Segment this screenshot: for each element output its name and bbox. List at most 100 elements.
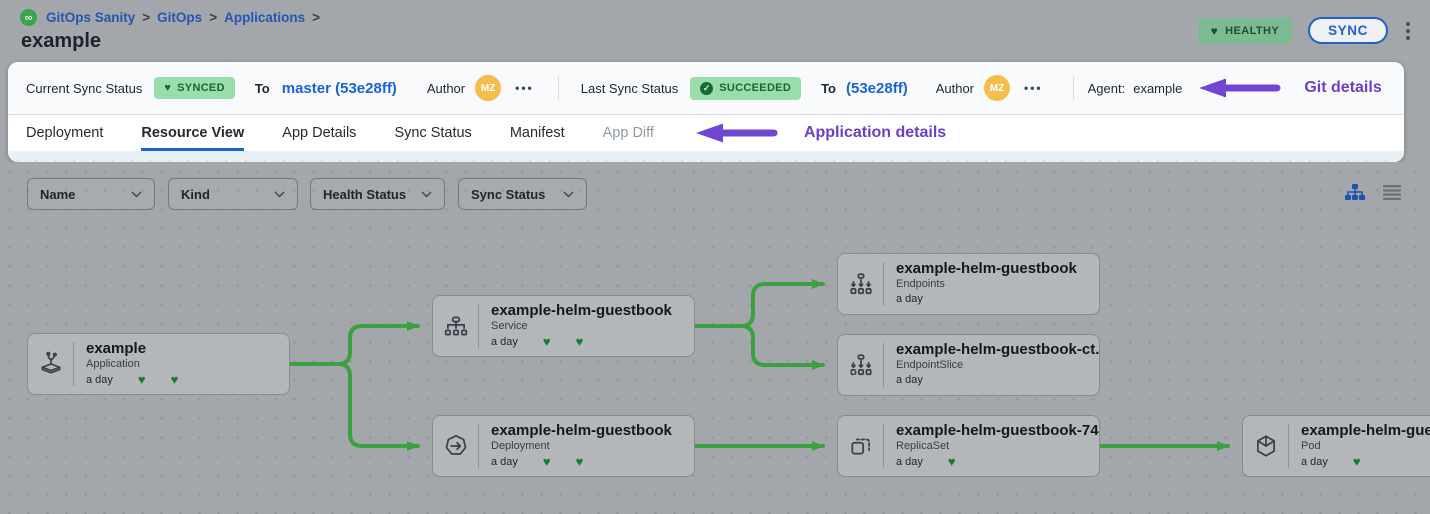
synced-badge-label: SYNCED [177,82,225,94]
resource-node-service[interactable]: example-helm-guestbook Service a day ♥ ♥ [432,295,695,357]
filter-label: Name [40,186,76,202]
more-ellipsis-icon[interactable]: ••• [1024,81,1043,95]
node-age: a day ♥ ♥ [86,372,179,387]
heart-icon: ♥ [575,334,584,349]
filter-sync-status-dropdown[interactable]: Sync Status [458,178,587,210]
node-title: example-helm-guestbook [491,422,672,439]
health-badge-label: HEALTHY [1225,24,1280,37]
more-ellipsis-icon[interactable]: ••• [515,81,534,95]
last-revision-link[interactable]: (53e28ff) [846,79,908,97]
breadcrumb-gitops[interactable]: GitOps [157,10,203,25]
health-status-badge: ♥ HEALTHY [1197,17,1293,44]
breadcrumb-separator: > [142,10,151,25]
filter-label: Health Status [323,186,407,202]
endpoints-icon [838,262,884,306]
filter-name-dropdown[interactable]: Name [27,178,155,210]
resource-node-endpointslice[interactable]: example-helm-guestbook-ct... EndpointSli… [837,334,1100,396]
tree-view-toggle-icon[interactable] [1345,183,1365,202]
node-title: example [86,340,147,357]
current-sync-status-label: Current Sync Status [26,80,143,96]
tab-sync-status[interactable]: Sync Status [394,124,472,141]
filter-label: Kind [181,186,210,202]
heart-icon: ♥ [1352,454,1361,469]
app-header: ∞ GitOps Sanity > GitOps > Applications … [0,0,1430,62]
node-age: a day ♥ [896,454,956,469]
node-kind: ReplicaSet [896,440,950,452]
node-title: example-helm-guestbook-74... [896,422,1099,439]
tab-deployment[interactable]: Deployment [26,124,104,141]
node-kind: Endpoints [896,278,945,290]
resource-node-deployment[interactable]: example-helm-guestbook Deployment a day … [432,415,695,477]
application-details-annotation: Application details [803,124,947,141]
to-label: To [254,80,270,96]
node-age: a day ♥ [1301,454,1361,469]
breadcrumb-applications[interactable]: Applications [224,10,306,25]
sync-button[interactable]: SYNC [1308,17,1388,44]
tab-app-diff[interactable]: App Diff [602,124,654,141]
heart-icon: ♥ [164,82,172,94]
tab-bar: Deployment Resource View App Details Syn… [8,115,1404,151]
author-label: Author [935,80,975,96]
left-arrow-annotation-icon [695,123,778,143]
chevron-down-icon [131,190,142,198]
node-kind: Pod [1301,440,1321,452]
node-title: example-helm-guestbook-ct... [896,341,1099,358]
replicaset-icon [838,424,884,468]
filter-health-status-dropdown[interactable]: Health Status [310,178,445,210]
resource-node-endpoints[interactable]: example-helm-guestbook Endpoints a day [837,253,1100,315]
agent-value: example [1133,80,1183,96]
tab-manifest[interactable]: Manifest [509,124,565,141]
chevron-down-icon [274,190,285,198]
resource-node-application-example[interactable]: example Application a day ♥ ♥ [27,333,290,395]
gitops-logo-icon: ∞ [20,9,37,26]
succeeded-badge: ✓ SUCCEEDED [690,76,802,100]
filter-kind-dropdown[interactable]: Kind [168,178,298,210]
tab-resource-view[interactable]: Resource View [141,115,245,151]
node-kind: Deployment [491,440,550,452]
tab-app-details[interactable]: App Details [282,124,357,141]
author-avatar[interactable]: MZ [984,75,1011,101]
endpointslice-icon [838,343,884,387]
breadcrumb-gitops-sanity[interactable]: GitOps Sanity [46,10,136,25]
resource-node-pod[interactable]: example-helm-guest Pod a day ♥ [1242,415,1430,477]
author-avatar[interactable]: MZ [475,75,502,101]
app-details-panel: Current Sync Status ♥ SYNCED To master (… [8,62,1404,162]
breadcrumb: ∞ GitOps Sanity > GitOps > Applications … [20,9,320,26]
author-label: Author [426,80,466,96]
git-details-annotation: Git details [1304,79,1382,96]
pod-icon [1243,424,1289,468]
node-kind: Application [86,358,140,370]
kebab-menu-icon[interactable] [1404,20,1412,42]
filter-label: Sync Status [471,186,546,202]
agent-label: Agent: [1087,80,1126,96]
chevron-down-icon [421,190,432,198]
heart-icon: ♥ [1210,23,1219,38]
node-age: a day ♥ ♥ [491,334,584,349]
current-revision-link[interactable]: master (53e28ff) [281,79,397,97]
resource-node-replicaset[interactable]: example-helm-guestbook-74... ReplicaSet … [837,415,1100,477]
heart-icon: ♥ [575,454,584,469]
node-title: example-helm-guestbook [896,260,1077,277]
check-circle-icon: ✓ [700,81,714,95]
divider [1072,76,1074,100]
heart-icon: ♥ [542,334,551,349]
heart-icon: ♥ [137,372,146,387]
list-view-toggle-icon[interactable] [1383,185,1401,200]
node-kind: Service [491,320,528,332]
application-icon [28,342,74,386]
node-kind: EndpointSlice [896,359,964,371]
node-age: a day [896,293,923,305]
synced-badge: ♥ SYNCED [154,77,235,99]
node-title: example-helm-guestbook [491,302,672,319]
page-title: example [21,30,102,52]
to-label: To [821,80,836,96]
breadcrumb-separator: > [209,10,218,25]
node-age: a day ♥ ♥ [491,454,584,469]
heart-icon: ♥ [542,454,551,469]
node-age: a day [896,374,923,386]
divider [557,76,559,100]
last-sync-status-label: Last Sync Status [580,80,679,96]
heart-icon: ♥ [170,372,179,387]
heart-icon: ♥ [947,454,956,469]
succeeded-badge-label: SUCCEEDED [719,82,792,94]
